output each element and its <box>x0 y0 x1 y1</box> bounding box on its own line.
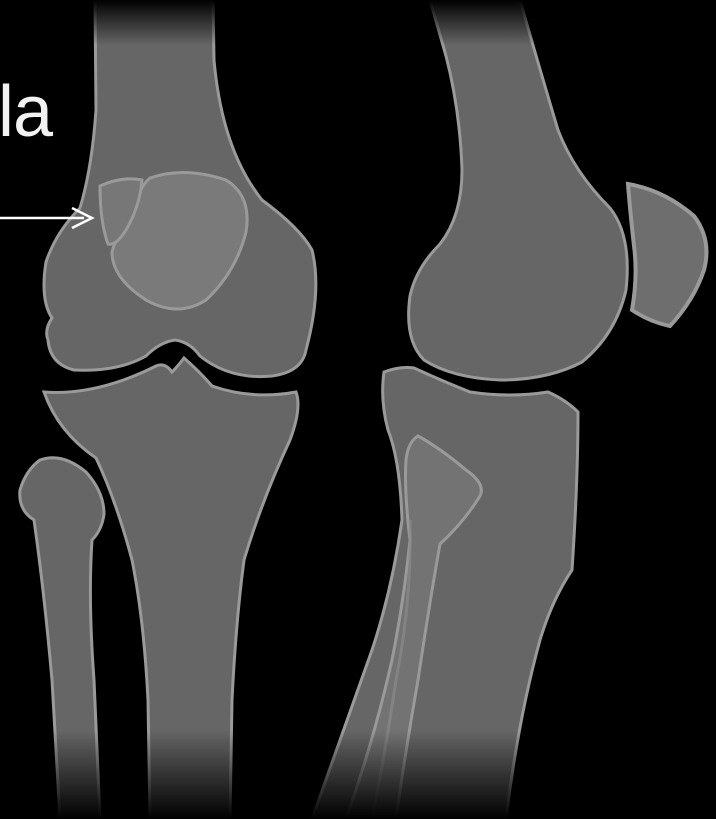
frontal-view <box>20 0 316 819</box>
lateral-view <box>312 0 706 819</box>
bone-label: la <box>0 70 52 154</box>
femur-lateral <box>409 0 628 380</box>
top-fade <box>0 0 716 45</box>
patella-lateral <box>628 184 706 326</box>
pointer-arrow <box>0 208 92 228</box>
bottom-fade <box>0 730 716 819</box>
